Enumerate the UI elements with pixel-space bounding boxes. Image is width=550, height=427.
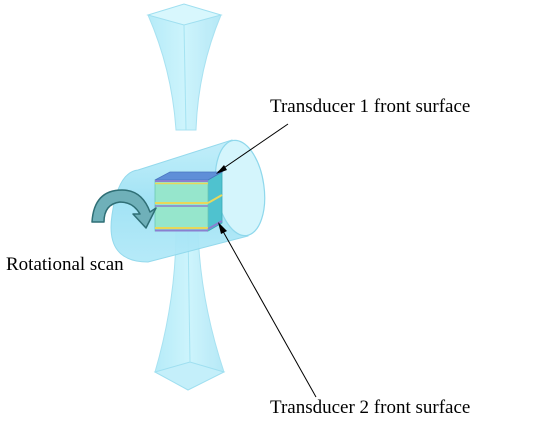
pointer-transducer1 xyxy=(216,123,289,174)
label-rotational-scan: Rotational scan xyxy=(6,254,124,275)
rotation-arrow-icon xyxy=(91,189,157,229)
ultrasound-beam-upper xyxy=(146,3,223,131)
label-transducer2-front-surface: Transducer 2 front surface xyxy=(270,397,471,418)
label-transducer1-front-surface: Transducer 1 front surface xyxy=(270,96,471,117)
pointer-transducer2 xyxy=(218,222,317,398)
transducer-stack xyxy=(154,171,224,232)
